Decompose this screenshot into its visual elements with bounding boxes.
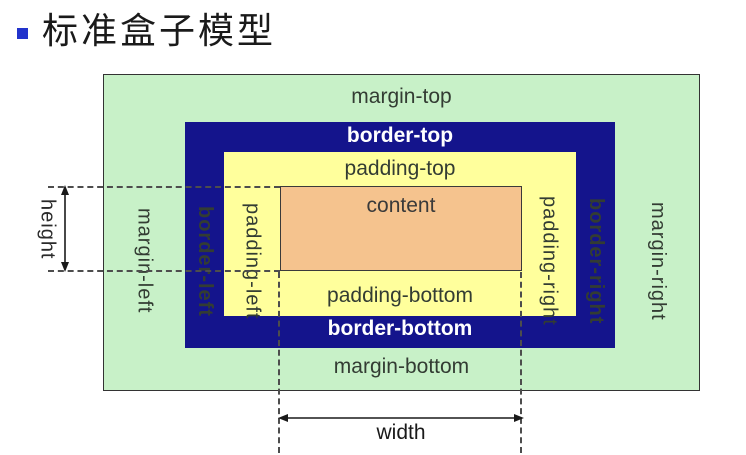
- height-label: height: [36, 198, 59, 260]
- padding-right-label-band: padding-right: [522, 186, 576, 336]
- border-left-label-band: border-left: [185, 186, 224, 336]
- padding-right-label: padding-right: [538, 196, 561, 326]
- content-bottom-guide: [48, 270, 280, 272]
- page-title: 标准盒子模型: [42, 11, 277, 51]
- border-top-label: border-top: [346, 124, 454, 147]
- title-bullet-icon: [17, 28, 28, 39]
- border-right-label: border-right: [585, 197, 607, 325]
- width-arrow: [278, 414, 524, 422]
- content-top-guide: [48, 186, 280, 188]
- padding-left-label-band: padding-left: [224, 186, 280, 336]
- width-label: width: [376, 421, 426, 444]
- height-arrow: [61, 185, 69, 272]
- margin-right-label-band: margin-right: [615, 186, 700, 336]
- content-label: content: [366, 194, 436, 217]
- margin-left-label: margin-left: [133, 208, 156, 314]
- content-left-guide: [278, 272, 280, 453]
- padding-bottom-label: padding-bottom: [327, 284, 473, 307]
- border-right-label-band: border-right: [576, 186, 615, 336]
- padding-left-label: padding-left: [241, 202, 264, 320]
- margin-bottom-label: margin-bottom: [333, 355, 470, 378]
- content-right-guide: [520, 272, 522, 453]
- margin-top-label: margin-top: [351, 85, 452, 108]
- margin-left-label-band: margin-left: [103, 186, 185, 336]
- height-label-band: height: [36, 186, 59, 272]
- border-left-label: border-left: [194, 205, 216, 317]
- margin-right-label: margin-right: [647, 201, 669, 321]
- content-box: [280, 186, 522, 271]
- border-bottom-label: border-bottom: [327, 317, 473, 340]
- padding-top-label: padding-top: [344, 157, 456, 180]
